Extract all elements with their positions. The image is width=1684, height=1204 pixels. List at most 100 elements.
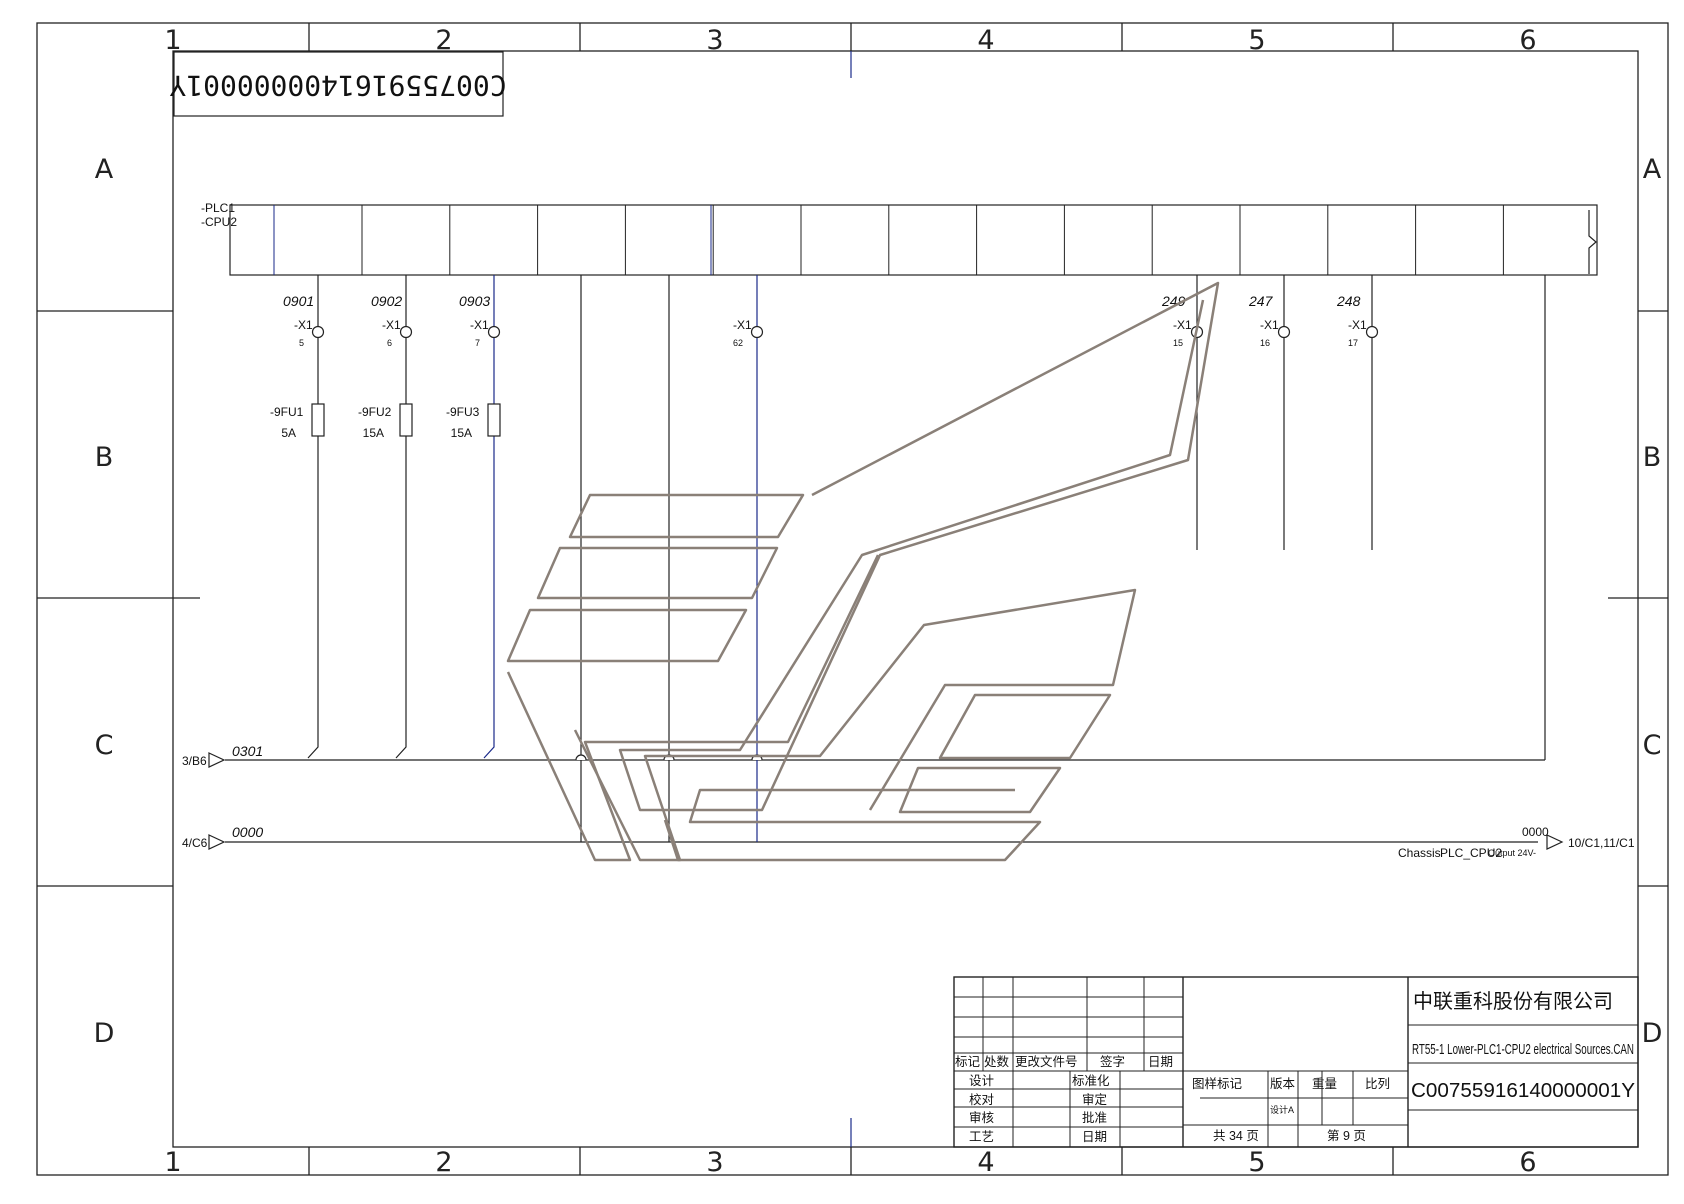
- terminal-tag: -X1: [733, 318, 752, 332]
- row-label-left: D: [94, 1018, 115, 1049]
- role-review: 审核: [969, 1110, 995, 1125]
- column-label-top: 6: [1519, 25, 1536, 56]
- fuse-tag: -9FU2: [358, 405, 392, 419]
- column-label-bottom: 1: [164, 1147, 181, 1178]
- title-block: [953, 976, 1639, 1148]
- approval-verify: 审定: [1082, 1092, 1107, 1107]
- channel-wire: [483, 275, 495, 759]
- drawing-frame: [36, 22, 1669, 1176]
- crossover-jump: [575, 754, 587, 761]
- row-label-left: A: [95, 154, 114, 185]
- plc-tag: -PLC1: [201, 201, 235, 215]
- terminal-pin: 62: [733, 338, 743, 348]
- page-number: 第 9 页: [1327, 1129, 1366, 1143]
- terminal-symbol: [750, 325, 764, 339]
- output-24v-label: Output 24V-: [1488, 848, 1536, 858]
- row-label-right: A: [1643, 154, 1662, 185]
- terminal-pin: 15: [1173, 338, 1183, 348]
- role-design: 设计: [969, 1073, 994, 1088]
- fuse-rating: 15A: [451, 426, 472, 440]
- design-a-label: 设计A: [1270, 1104, 1294, 1115]
- output-chassis-label: Chassis: [1398, 846, 1441, 860]
- terminal-tag: -X1: [1260, 318, 1279, 332]
- weight-label: 重量: [1312, 1076, 1337, 1091]
- internal-wires: [575, 275, 1546, 842]
- rev-header-mark: 标记: [955, 1055, 981, 1069]
- row-label-left: C: [95, 730, 114, 761]
- column-label-bottom: 5: [1248, 1147, 1265, 1178]
- column-label-top: 2: [435, 25, 452, 56]
- channel-wire: [307, 275, 319, 759]
- output-wire: 0000: [1522, 825, 1549, 839]
- wire-number: 248: [1336, 293, 1361, 309]
- rev-header-signature: 签字: [1100, 1054, 1125, 1069]
- bus-upper: 3/B6 0301: [182, 743, 263, 768]
- drawing-number: C00755916140000001Y: [1411, 1080, 1635, 1102]
- terminal-pin: 7: [475, 338, 480, 348]
- fuse-rating: 15A: [363, 426, 384, 440]
- column-label-top: 5: [1248, 25, 1265, 56]
- channel: 0901 -X1 5 -9FU1 5A: [270, 275, 325, 759]
- channel-wiring: 0901-X15-9FU15A0902-X16-9FU215A0903-X17-…: [270, 275, 1379, 842]
- rev-header-date: 日期: [1148, 1055, 1173, 1069]
- role-process: 工艺: [969, 1130, 994, 1144]
- plc-module: -PLC1 -CPU2: [201, 201, 1598, 276]
- terminal-symbol: [399, 325, 413, 339]
- terminal-pin: 5: [299, 338, 304, 348]
- terminal-symbol: [1277, 325, 1291, 339]
- bus-lower-arrow: [208, 834, 226, 850]
- stamp-code: C007559161400000001Y: [169, 69, 506, 102]
- wire-number: 247: [1248, 293, 1274, 309]
- row-label-right: D: [1642, 1018, 1663, 1049]
- column-label-top: 1: [164, 25, 181, 56]
- terminal-pin: 17: [1348, 338, 1358, 348]
- terminal-tag: -X1: [294, 318, 313, 332]
- output-ref: 10/C1,11/C1: [1568, 836, 1635, 850]
- version-label: 版本: [1270, 1077, 1296, 1091]
- bus-lines: [225, 759, 1545, 843]
- drawing-mark-label: 图样标记: [1192, 1076, 1243, 1091]
- terminal-symbol: [311, 325, 325, 339]
- drawing-title: RT55-1 Lower-PLC1-CPU2 electrical Source…: [1412, 1041, 1634, 1058]
- fuse-symbol: [311, 403, 325, 437]
- role-check: 校对: [969, 1092, 994, 1107]
- wire-number: 0901: [283, 293, 314, 309]
- terminal-tag: -X1: [1173, 318, 1192, 332]
- terminal-tag: -X1: [470, 318, 489, 332]
- title-block-text: 标记 处数 更改文件号 签字 日期 设计 校对 审核 工艺 标准化 审定 批准 …: [955, 990, 1635, 1144]
- terminal-symbol: [1365, 325, 1379, 339]
- fuse-tag: -9FU1: [270, 405, 304, 419]
- terminal-pin: 6: [387, 338, 392, 348]
- column-label-top: 3: [706, 25, 723, 56]
- terminal-symbol: [487, 325, 501, 339]
- rev-header-count: 处数: [984, 1054, 1010, 1069]
- company-name: 中联重科股份有限公司: [1413, 990, 1613, 1013]
- output-connection: 0000 Chassis PLC_CPU2 Output 24V- 10/C1,…: [1398, 825, 1635, 860]
- bus-lower: 4/C6 0000: [182, 824, 263, 850]
- bus-lower-wire: 0000: [232, 824, 263, 840]
- fuse-symbol: [487, 403, 501, 437]
- fuse-rating: 5A: [281, 426, 296, 440]
- total-pages: 共 34 页: [1213, 1129, 1259, 1143]
- watermark-logo: [506, 281, 1220, 862]
- channel: 247 -X1 16: [1248, 275, 1291, 550]
- terminal-tag: -X1: [382, 318, 401, 332]
- bus-upper-wire: 0301: [232, 743, 263, 759]
- fuse-symbol: [399, 403, 413, 437]
- column-label-bottom: 3: [706, 1147, 723, 1178]
- column-label-bottom: 2: [435, 1147, 452, 1178]
- approval-approve: 批准: [1082, 1110, 1107, 1125]
- row-label-right: C: [1643, 730, 1662, 761]
- terminal-pin: 16: [1260, 338, 1270, 348]
- bus-lower-ref: 4/C6: [182, 836, 208, 850]
- bus-upper-ref: 3/B6: [182, 754, 207, 768]
- approval-standard: 标准化: [1072, 1074, 1110, 1088]
- wire-number: 0902: [371, 293, 402, 309]
- channel-wire: [395, 275, 407, 759]
